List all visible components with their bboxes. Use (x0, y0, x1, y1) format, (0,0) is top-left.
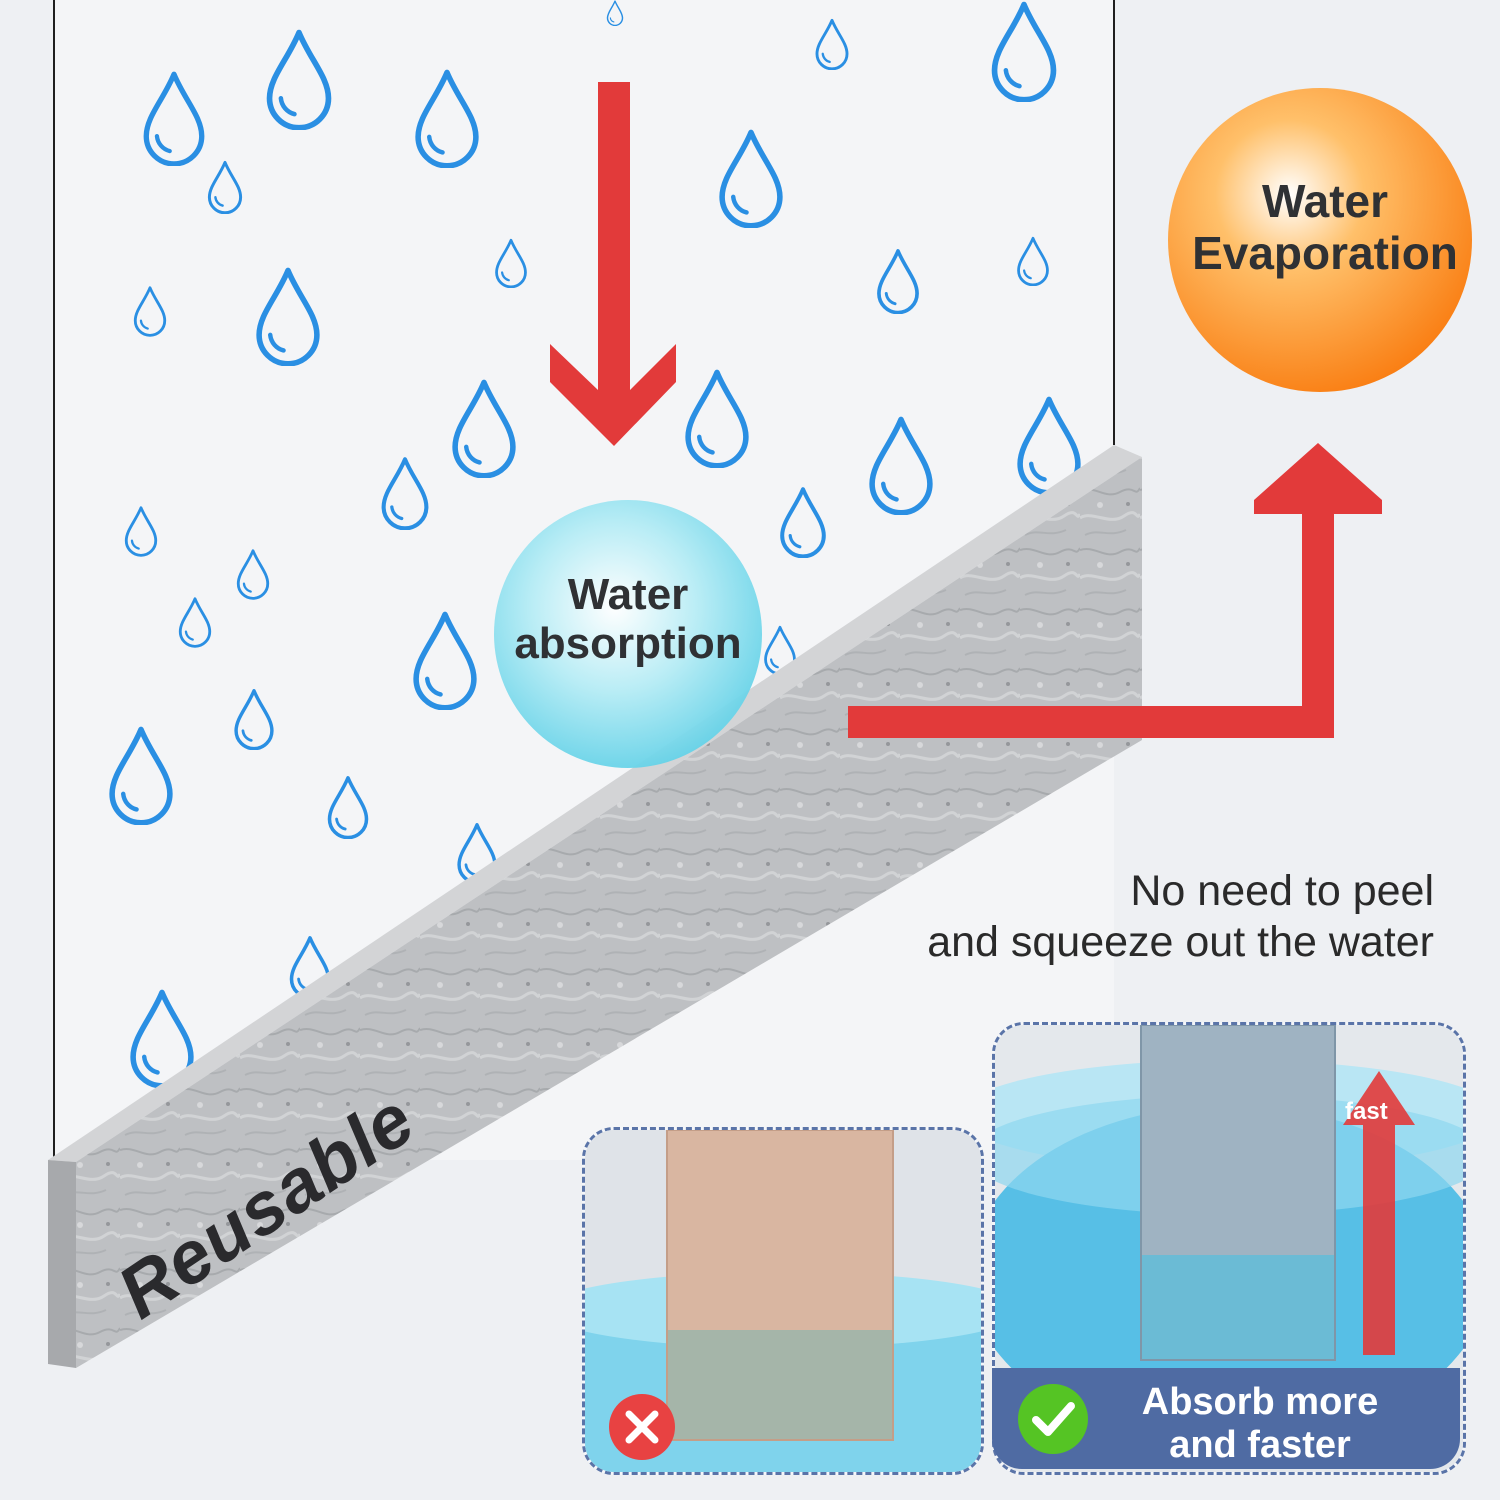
note-line-1: No need to peel (1130, 867, 1434, 915)
result-text: Absorb more and faster (1085, 1381, 1435, 1467)
absorption-bubble (494, 500, 762, 768)
note-line-2: and squeeze out the water (927, 917, 1434, 966)
absorbent-strip (48, 445, 1142, 1368)
result-line-1: Absorb more (1141, 1381, 1379, 1423)
evaporation-label: Water Evaporation (1192, 175, 1458, 279)
result-line-2: and faster (1169, 1423, 1351, 1466)
fast-label: fast (1345, 1098, 1388, 1125)
ordinary-sponge-photo (585, 1130, 981, 1472)
check-icon (1018, 1384, 1088, 1454)
comparison-panel-ordinary (582, 1127, 984, 1475)
benefit-note: No need to peel and squeeze out the wate… (734, 866, 1434, 967)
evaporation-bubble (1168, 88, 1472, 392)
down-arrow-icon (550, 82, 676, 446)
up-arrow-icon (848, 443, 1382, 738)
cross-icon (609, 1394, 675, 1460)
absorption-label: Water absorption (514, 570, 742, 669)
